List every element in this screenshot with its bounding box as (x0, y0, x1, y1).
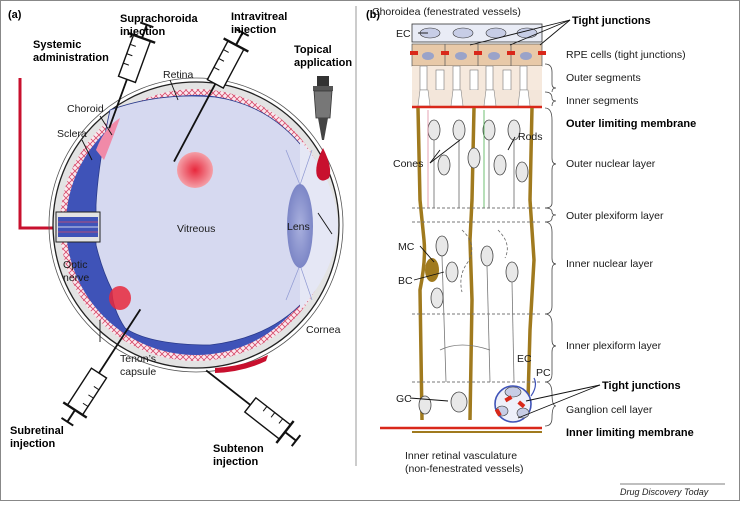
subretinal-label-1: Subretinal (10, 425, 64, 437)
vasculature-label-2: (non-fenestrated vessels) (405, 463, 523, 475)
amacrine-dashed (460, 229, 508, 293)
subretinal-bleb (109, 286, 131, 310)
inner-nuclear-cells (430, 235, 519, 309)
zonules (285, 149, 313, 301)
olm-label: Outer limiting membrane (566, 118, 696, 130)
choroidea-label: Choroidea (fenestrated vessels) (372, 6, 521, 18)
leader-lines-a (81, 79, 333, 342)
intravitreal-syringe (173, 28, 250, 162)
topical-label-2: application (294, 57, 352, 69)
tenons-label-1: Tenon’s (120, 353, 156, 365)
rpe-layer (410, 43, 546, 67)
muller-nucleus (425, 258, 439, 282)
intravitreal-bleb (177, 152, 213, 188)
panel-a-label: (a) (8, 9, 22, 21)
intravitreal-label-2: injection (231, 24, 277, 36)
photoreceptor-axons (427, 110, 515, 208)
outer-nuclear-label: Outer nuclear layer (566, 158, 656, 170)
systemic-label-2: administration (33, 52, 109, 64)
inner-retinal-capillary (494, 377, 537, 423)
subretinal-syringe (60, 308, 142, 427)
cornea-label: Cornea (306, 324, 341, 336)
subretinal-label-2: injection (10, 438, 56, 450)
ec-top-label: EC (396, 28, 411, 40)
intravitreal-label-1: Intravitreal (231, 11, 287, 23)
choroid-label: Choroid (67, 103, 104, 115)
outer-plexiform-label: Outer plexiform layer (566, 210, 664, 222)
gc-label: GC (396, 393, 412, 405)
inner-segments (412, 89, 542, 107)
sclera-label: Sclera (57, 128, 87, 140)
suprachoroidal-label-1: Suprachoroida (120, 13, 199, 25)
footer-credit: Drug Discovery Today (620, 487, 709, 497)
inner-plexiform-label: Inner plexiform layer (566, 340, 662, 352)
tight-junctions-bottom-label: Tight junctions (602, 380, 681, 392)
rods-label: Rods (518, 131, 543, 143)
ec-bottom-label: EC (517, 353, 532, 365)
lens (287, 184, 313, 268)
vitreous (95, 95, 316, 346)
subtenon-label-1: Subtenon (213, 443, 264, 455)
topical-dropper (313, 76, 333, 181)
leader-lines-b (409, 19, 601, 419)
outer-segments (412, 65, 542, 91)
photoreceptor-nuclei (427, 119, 529, 183)
topical-label-1: Topical (294, 44, 332, 56)
ganglion-label: Ganglion cell layer (566, 404, 653, 416)
vasculature-label-1: Inner retinal vasculature (405, 450, 517, 462)
anterior-chamber (300, 140, 338, 310)
panel-b: (b) (366, 6, 696, 475)
retina-label: Retina (163, 69, 194, 81)
suprachoroidal-bleb (96, 118, 120, 160)
inner-plexiform-neurites (439, 255, 515, 383)
suprachoroidal-syringe (108, 21, 156, 129)
tenons-capsule (48, 77, 344, 373)
optic-nerve-label-2: nerve (63, 272, 89, 284)
suprachoroidal-label-2: injection (120, 26, 166, 38)
panel-a: (a) (8, 9, 352, 468)
systemic-route-line (18, 78, 60, 230)
tight-junctions-top-label: Tight junctions (572, 15, 651, 27)
subtenon-label-2: injection (213, 456, 259, 468)
optic-nerve-label-1: Optic (63, 259, 88, 271)
ganglion-cells (418, 391, 468, 415)
cones-label: Cones (393, 158, 423, 170)
lens-label: Lens (287, 221, 310, 233)
layer-braces (544, 63, 557, 427)
ilm-label: Inner limiting membrane (566, 427, 694, 439)
inner-nuclear-label: Inner nuclear layer (566, 258, 653, 270)
panel-b-label: (b) (366, 9, 380, 21)
choroid-vessels (411, 23, 543, 43)
rpe-label: RPE cells (tight junctions) (566, 49, 686, 61)
vitreous-label: Vitreous (177, 223, 215, 235)
mc-label: MC (398, 241, 415, 253)
systemic-label-1: Systemic (33, 39, 81, 51)
subtenon-syringe (205, 369, 302, 447)
outer-segments-label: Outer segments (566, 72, 641, 84)
pc-label: PC (536, 367, 551, 379)
inner-segments-label: Inner segments (566, 95, 638, 107)
subtenon-pocket (215, 355, 268, 373)
tenons-label-2: capsule (120, 366, 156, 378)
bc-label: BC (398, 275, 413, 287)
optic-nerve (55, 211, 101, 243)
